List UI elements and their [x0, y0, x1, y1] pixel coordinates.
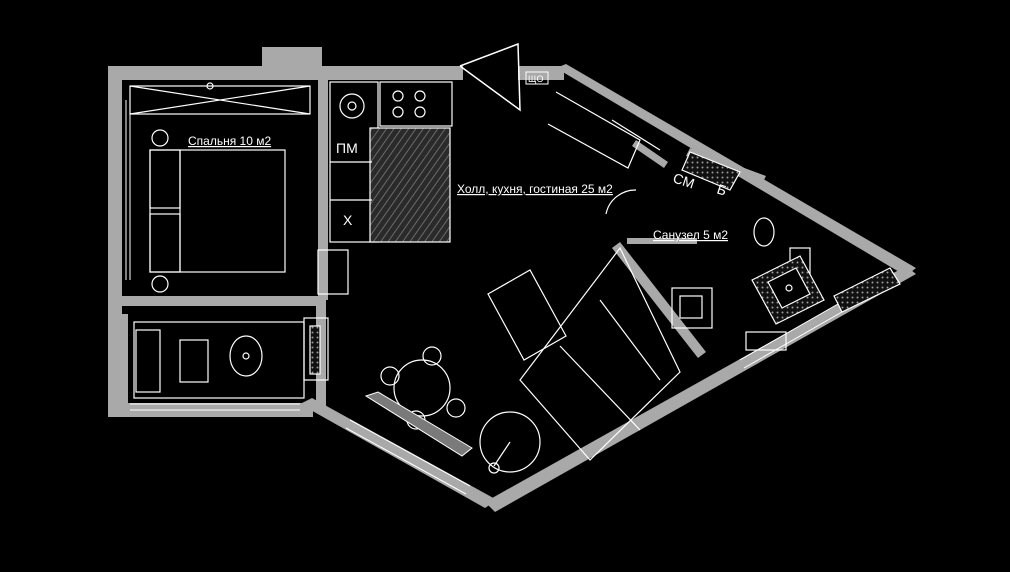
living-area [479, 246, 681, 474]
double-bed [149, 149, 286, 273]
bedside-tables [151, 129, 169, 293]
bathroom-label: Санузел 5 м2 [653, 228, 728, 242]
bedroom [129, 82, 349, 295]
dining-set [380, 346, 466, 430]
hall-closets [547, 91, 661, 215]
main-bathroom [671, 151, 901, 351]
electrical-panel [525, 71, 549, 85]
armchair [479, 411, 541, 473]
dishwasher-code: ПМ [336, 140, 358, 156]
coffee-table [487, 269, 567, 361]
sofa [519, 246, 681, 461]
entrance-door [459, 42, 521, 112]
panel-code: ЩО [528, 74, 543, 84]
toilet [753, 217, 775, 247]
washer-code: СМ [671, 170, 697, 192]
kitchen [329, 81, 453, 243]
fridge-code: Х [343, 212, 353, 228]
tv-stand [364, 391, 473, 457]
bath-cabinet [671, 287, 713, 329]
small-bathroom [133, 317, 329, 399]
hall-label: Холл, кухня, гостиная 25 м2 [457, 182, 613, 196]
bedroom-label: Спальня 10 м2 [188, 134, 271, 148]
